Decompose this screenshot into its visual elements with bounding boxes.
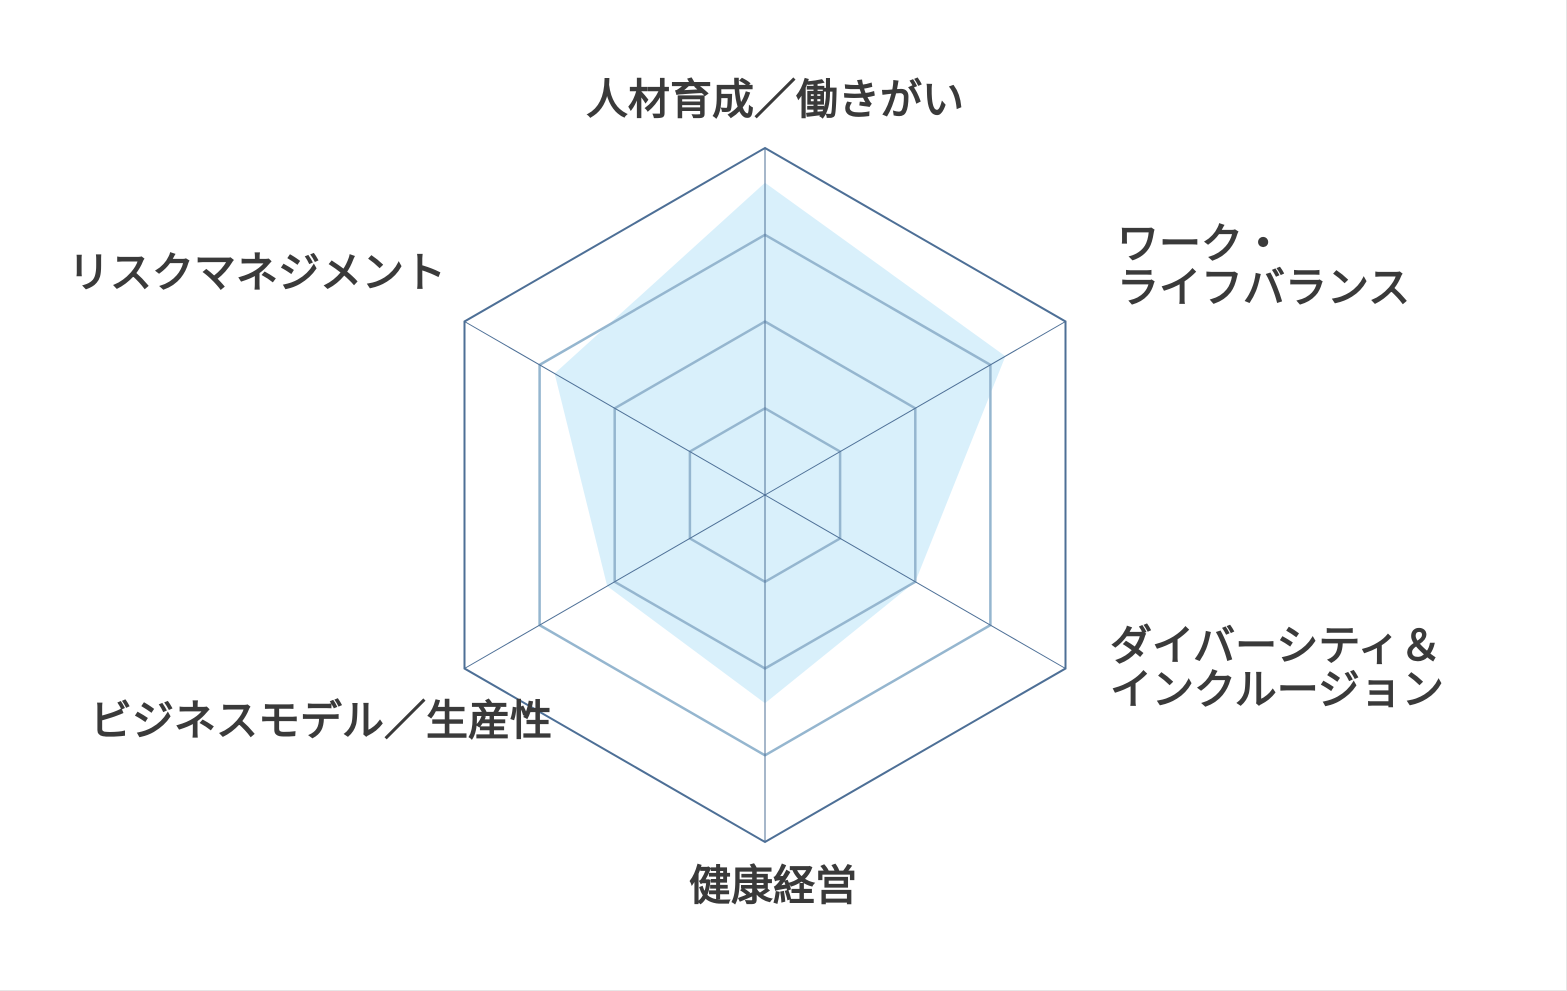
spoke-5 bbox=[464, 321, 766, 496]
spokes-layer bbox=[464, 148, 1066, 842]
axis-label-4-line-0: ビジネスモデル／生産性 bbox=[90, 696, 552, 745]
axis-label-4: ビジネスモデル／生産性 bbox=[90, 696, 552, 745]
axis-label-2-line-0: ダイバーシティ＆ bbox=[1110, 621, 1442, 670]
spoke-4 bbox=[464, 494, 766, 669]
axis-label-2-line-1: インクルージョン bbox=[1110, 665, 1444, 714]
axis-label-1-line-0: ワーク・ bbox=[1117, 219, 1284, 268]
axis-label-0-line-0: 人材育成／働きがい bbox=[586, 75, 964, 124]
axis-label-5: リスクマネジメント bbox=[68, 248, 446, 297]
axis-label-5-line-0: リスクマネジメント bbox=[68, 248, 446, 297]
spoke-1 bbox=[764, 321, 1066, 496]
axis-labels-layer: 人材育成／働きがいワーク・ライフバランスダイバーシティ＆インクルージョン健康経営… bbox=[68, 75, 1444, 910]
data-area-layer bbox=[554, 182, 1006, 704]
axis-label-1-line-1: ライフバランス bbox=[1117, 263, 1410, 312]
spoke-2 bbox=[764, 494, 1066, 669]
axis-label-3-line-0: 健康経営 bbox=[689, 861, 857, 910]
axis-label-0: 人材育成／働きがい bbox=[586, 75, 964, 124]
axis-label-1: ワーク・ライフバランス bbox=[1117, 219, 1410, 312]
axis-label-3: 健康経営 bbox=[689, 861, 857, 910]
data-area bbox=[554, 182, 1006, 704]
axis-label-2: ダイバーシティ＆インクルージョン bbox=[1110, 621, 1444, 714]
